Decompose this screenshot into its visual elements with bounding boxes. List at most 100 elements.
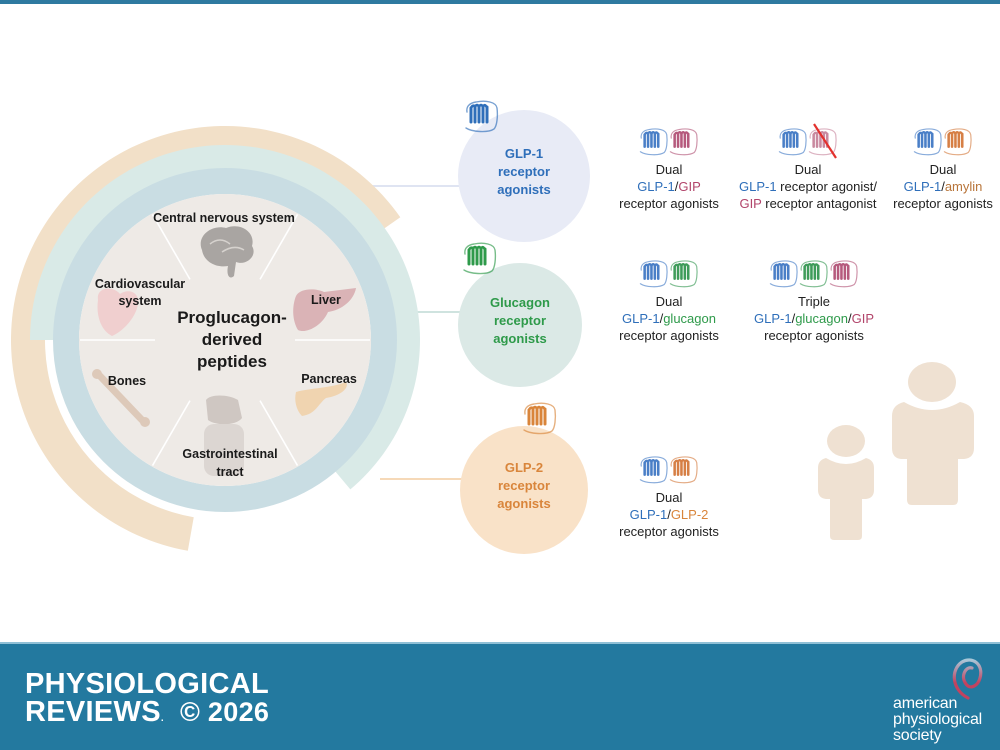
- publisher-line: society: [893, 727, 942, 744]
- combo-text-segment: /: [848, 311, 852, 326]
- combo-kind: Triple: [798, 294, 830, 309]
- combo-text-segment: GIP: [678, 179, 700, 194]
- brain-icon: [200, 226, 254, 278]
- combo-text-segment: receptor antagonist: [762, 196, 877, 211]
- bone-icon: [92, 369, 150, 427]
- center-title-line: derived: [202, 330, 262, 349]
- agonist-class-glp2[interactable]: GLP-2 receptor agonists: [460, 401, 588, 554]
- combo-text-segment: GLP-1: [630, 507, 668, 522]
- agonist-label-line: GLP-2: [505, 460, 543, 475]
- agonist-label-line: Glucagon: [490, 295, 550, 310]
- receptor-icon: [769, 259, 799, 289]
- organ-label-liver: Liver: [311, 293, 341, 307]
- sector-divider: [151, 214, 191, 280]
- combo-text-segment: GIP: [852, 311, 874, 326]
- combo-text-segment: receptor agonists: [619, 196, 719, 211]
- adult-figure-icon: [892, 362, 974, 505]
- publisher-name[interactable]: american physiological society: [893, 696, 982, 744]
- combo-text-segment: glucagon: [795, 311, 848, 326]
- footer-banner: PHYSIOLOGICAL REVIEWS.© 2026 american ph…: [0, 642, 1000, 750]
- combo-text-segment: GLP-1: [904, 179, 942, 194]
- combo-text-segment: GLP-1: [739, 179, 777, 194]
- organ-label-pancreas: Pancreas: [301, 372, 357, 386]
- heart-icon: [97, 288, 139, 336]
- combo-text-segment: receptor agonist/: [777, 179, 878, 194]
- top-accent-bar: [0, 0, 1000, 4]
- combo-line: GLP-1/glucagon: [622, 311, 716, 326]
- antagonist-strike-icon: [813, 123, 837, 159]
- combo-line: receptor agonists: [619, 196, 719, 211]
- journal-logo[interactable]: PHYSIOLOGICAL REVIEWS.© 2026: [25, 670, 269, 733]
- agonist-circle: [460, 426, 588, 554]
- receptor-icon: [639, 455, 669, 485]
- journal-dot: .: [160, 713, 164, 724]
- inner-disc: [79, 194, 371, 486]
- combo-line: receptor agonists: [764, 328, 864, 343]
- agonist-label-line: agonists: [493, 331, 546, 346]
- receptor-icon: [639, 127, 669, 157]
- publisher-line: physiological: [893, 711, 983, 728]
- combo-kind: Dual: [656, 294, 683, 309]
- combo-text-segment: /: [675, 179, 679, 194]
- receptor-icon: [778, 127, 808, 157]
- journal-name-line2: REVIEWS: [25, 696, 161, 728]
- agonist-class-glucagon[interactable]: Glucagon receptor agonists: [458, 241, 582, 387]
- agonist-circle: [458, 263, 582, 387]
- combo-text-segment: receptor agonists: [893, 196, 993, 211]
- combo-text-segment: GLP-1: [637, 179, 675, 194]
- organ-label-bones: Bones: [108, 374, 146, 388]
- agonist-label-line: receptor: [498, 164, 550, 179]
- combo-text-segment: amylin: [945, 179, 983, 194]
- glucagon-ring: [30, 145, 420, 490]
- gi-tract-icon: [204, 395, 244, 476]
- receptor-icon: [639, 259, 669, 289]
- aps-logo-icon: [952, 658, 983, 700]
- organ-label-gi: tract: [216, 465, 244, 479]
- agonist-circle: [458, 110, 590, 242]
- glp1-ring: [53, 168, 397, 512]
- combo-kind: Dual: [795, 162, 822, 177]
- receptor-icon: [799, 259, 829, 289]
- combo-line: receptor agonists: [619, 524, 719, 539]
- organ-wheel: Central nervous systemLiverPancreasGastr…: [79, 194, 371, 486]
- pancreas-icon: [295, 382, 347, 416]
- combo-kind: Dual: [656, 162, 683, 177]
- combo-text-segment: receptor agonists: [619, 328, 719, 343]
- combo-kind: Dual: [930, 162, 957, 177]
- receptor-icon: [943, 127, 973, 157]
- diagram-canvas: Central nervous systemLiverPancreasGastr…: [10, 99, 993, 554]
- combo-line: receptor agonists: [893, 196, 993, 211]
- center-title-line: peptides: [197, 352, 267, 371]
- combo-text-segment: receptor agonists: [764, 328, 864, 343]
- combo-line: receptor agonists: [619, 328, 719, 343]
- receptor-icon: [669, 455, 699, 485]
- receptor-icon: [669, 259, 699, 289]
- combo-text-segment: glucagon: [663, 311, 716, 326]
- sector-divider: [259, 400, 299, 466]
- child-figure-icon: [818, 425, 874, 540]
- agonist-label-line: receptor: [498, 478, 550, 493]
- organ-label-cv: Cardiovascular: [95, 277, 185, 291]
- combo-line: GLP-1/amylin: [904, 179, 983, 194]
- people-illustration: [818, 362, 974, 540]
- combo-line: GLP-1/GIP: [637, 179, 701, 194]
- agonist-label-line: agonists: [497, 496, 550, 511]
- journal-name-line1: PHYSIOLOGICAL: [25, 668, 269, 700]
- liver-icon: [293, 288, 356, 332]
- agonist-label-line: receptor: [494, 313, 546, 328]
- combo-line: GIP receptor antagonist: [739, 196, 876, 211]
- combo-line: GLP-1 receptor agonist/: [739, 179, 877, 194]
- combo-text-segment: /: [660, 311, 664, 326]
- combo-text-segment: /: [941, 179, 945, 194]
- rings-group: [10, 125, 420, 551]
